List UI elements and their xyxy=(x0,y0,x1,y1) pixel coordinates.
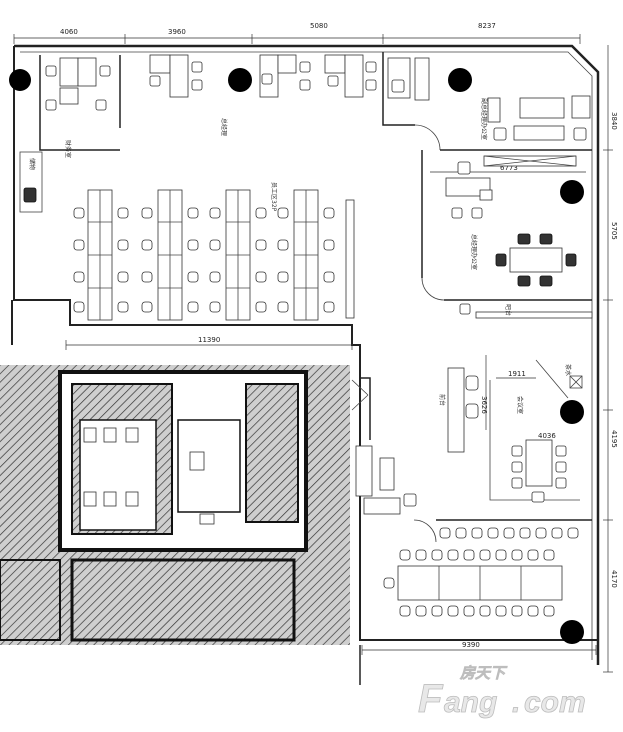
dim-top-4: 8237 xyxy=(478,22,496,30)
column-5 xyxy=(560,400,584,424)
label-reception: 前台 xyxy=(438,394,446,406)
dim-top-2: 3960 xyxy=(168,28,186,36)
label-finance: 财务室 xyxy=(64,140,72,158)
label-staff: 员工区32P xyxy=(270,182,277,212)
storage-room: 储物 xyxy=(19,151,43,213)
desk-block-1 xyxy=(87,189,113,321)
label-vice-office: 副总经理办公室 xyxy=(480,98,488,140)
dim-room-a: 6773 xyxy=(500,164,518,172)
bottom-dimension-line: 9390 xyxy=(359,641,597,685)
watermark-f: F xyxy=(418,677,444,721)
right-dimension-line: 3840 5705 4195 4170 xyxy=(603,45,618,673)
dim-room-b: 1911 xyxy=(508,370,526,378)
dim-right-4: 4170 xyxy=(610,570,618,588)
dim-room-d: 4036 xyxy=(538,432,556,440)
dim-room-c: 3626 xyxy=(480,396,488,414)
watermark-com: com xyxy=(524,686,586,719)
gm-office: 6773 总经理办公室 xyxy=(421,150,592,301)
column-3 xyxy=(448,68,472,92)
dim-right-1: 3840 xyxy=(610,112,618,130)
mid-dimension-line: 11390 xyxy=(65,336,353,350)
bar-area: 吧台 xyxy=(459,303,593,319)
column-2 xyxy=(228,68,252,92)
desk-block-3 xyxy=(225,189,251,321)
dim-bottom: 9390 xyxy=(462,641,480,649)
top-dimension-line: 4060 3960 5080 8237 xyxy=(13,22,581,44)
outer-walls xyxy=(11,44,600,665)
dim-mid: 11390 xyxy=(198,336,220,344)
training-room xyxy=(383,519,592,617)
column-4 xyxy=(560,180,584,204)
side-cabinet xyxy=(345,199,355,319)
manager-desks: 总经理 xyxy=(149,54,377,136)
staff-chairs xyxy=(73,207,335,313)
finance-room: 财务室 xyxy=(39,55,121,158)
dim-right-3: 4195 xyxy=(610,430,618,448)
watermark-ang: ang xyxy=(444,686,497,719)
staff-area: 员工区32P xyxy=(73,182,355,321)
watermark-logo: 房天下 F ang . com xyxy=(418,665,586,722)
column-6 xyxy=(560,620,584,644)
watermark-dot: . xyxy=(512,686,520,719)
vice-office: 副总经理办公室 xyxy=(382,52,592,151)
label-bar: 吧台 xyxy=(504,304,512,316)
training-chairs xyxy=(383,527,579,617)
meeting-room-small: 1911 茶水 4036 会议室 xyxy=(489,359,583,503)
label-pantry: 茶水 xyxy=(564,364,572,376)
label-gm-office: 总经理办公室 xyxy=(470,234,478,270)
watermark-cn: 房天下 xyxy=(459,665,508,682)
label-manager: 总经理 xyxy=(220,118,228,136)
column-1 xyxy=(9,69,31,91)
reception-area: 前台 3626 xyxy=(351,355,488,515)
desk-block-4 xyxy=(293,189,319,321)
label-meeting: 会议室 xyxy=(516,396,524,414)
desk-block-2 xyxy=(157,189,183,321)
dim-top-1: 4060 xyxy=(60,28,78,36)
dim-top-3: 5080 xyxy=(310,22,328,30)
label-storage: 储物 xyxy=(28,158,36,170)
dim-right-2: 5705 xyxy=(610,222,618,240)
building-core xyxy=(0,365,350,645)
